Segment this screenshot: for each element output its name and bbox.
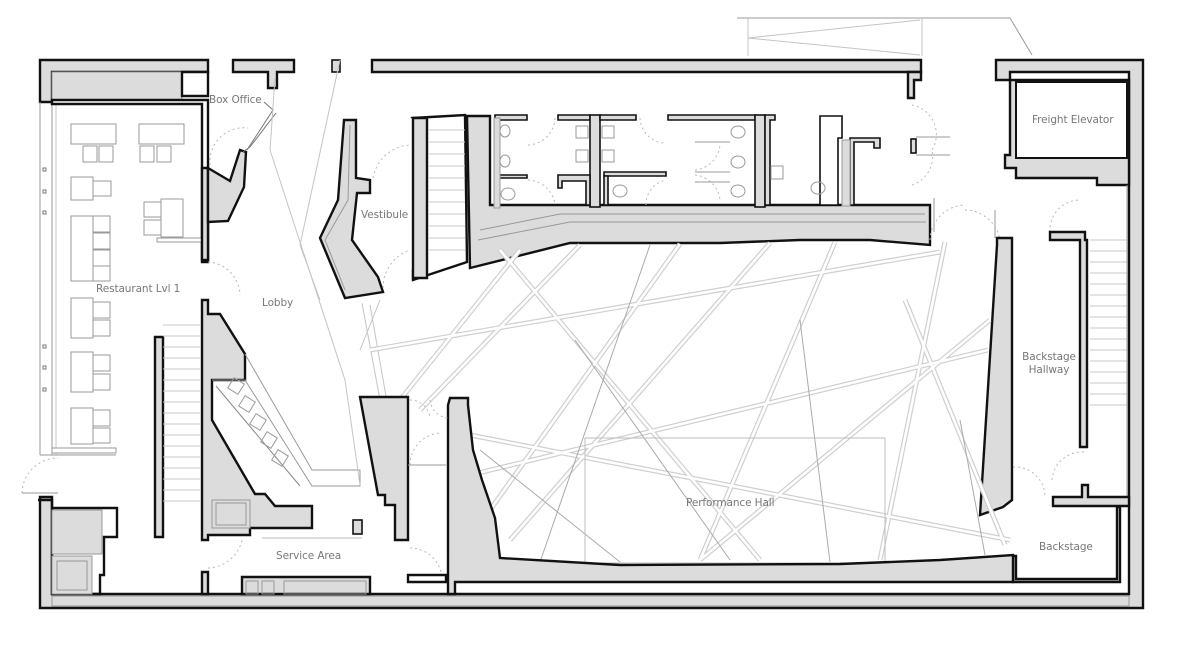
service-counter xyxy=(200,539,372,596)
room-label-backstage: Backstage xyxy=(1039,541,1093,553)
vestibule-wall xyxy=(318,118,411,300)
room-label-lobby: Lobby xyxy=(262,297,294,309)
restaurant-stairs xyxy=(153,324,200,539)
restroom-block xyxy=(465,114,932,270)
box-office-walls xyxy=(200,101,277,296)
freight-elevator-block xyxy=(910,78,1131,241)
restaurant-furniture xyxy=(21,98,210,596)
backstage-hallway-line1: Backstage xyxy=(1022,351,1076,363)
room-label-box-office: Box Office xyxy=(209,94,262,106)
main-stair xyxy=(410,113,469,282)
room-label-restaurant: Restaurant Lvl 1 xyxy=(96,283,181,295)
room-label-performance-hall: Performance Hall xyxy=(686,497,775,509)
room-label-service-area: Service Area xyxy=(276,550,342,562)
window-markers xyxy=(42,167,47,392)
backstage-hallway-line2: Hallway xyxy=(1028,364,1070,376)
room-label-vestibule: Vestibule xyxy=(361,209,409,221)
lobby-bar xyxy=(200,298,363,542)
room-label-backstage-hallway: Backstage Hallway xyxy=(1019,351,1079,377)
backstage-hallway-walls xyxy=(978,185,1131,517)
loading-dock-outline xyxy=(737,17,1033,56)
lobby-guides xyxy=(269,59,388,486)
ceiling-beams xyxy=(369,241,1011,563)
room-label-freight-elevator: Freight Elevator xyxy=(1032,114,1114,126)
performance-hall xyxy=(358,241,1015,596)
backstage-room-walls xyxy=(1011,505,1122,584)
toilet-fixtures xyxy=(499,124,826,201)
